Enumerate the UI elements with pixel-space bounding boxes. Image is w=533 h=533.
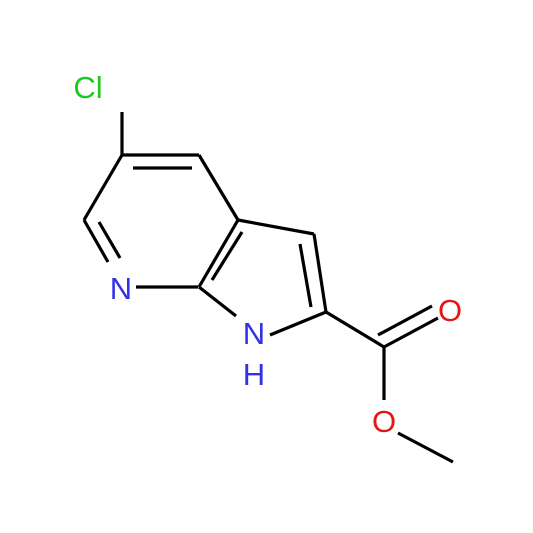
bond-c3-c2 — [312, 233, 328, 313]
bond-c3-c2-double — [298, 243, 313, 308]
bond-cc-o-carbonyl — [383, 316, 439, 349]
atom-label-chlorine: Cl — [73, 70, 102, 105]
bond-c2-n1 — [269, 310, 327, 337]
bonds — [82, 112, 454, 464]
atom-label-pyrrole-hydrogen: H — [243, 357, 265, 392]
atom-labels: Cl N N H O O — [73, 70, 462, 439]
bond-c6-n7-double — [97, 221, 122, 259]
bond-c3a-c3 — [237, 218, 315, 236]
bond-c7a-c3a — [197, 219, 240, 288]
bond-c7a-n1 — [198, 285, 237, 318]
bond-c6-n7 — [82, 219, 110, 263]
atom-label-pyrrole-nitrogen: N — [243, 316, 265, 351]
bond-c7a-c3a-double — [210, 231, 244, 281]
atom-label-carbonyl-oxygen: O — [438, 293, 462, 328]
atom-label-ester-oxygen: O — [372, 404, 396, 439]
bond-cc-o-carbonyl-double — [377, 304, 433, 337]
atom-label-pyridine-nitrogen: N — [110, 271, 132, 306]
bond-c4-c3a — [197, 154, 240, 221]
bond-o-methyl — [397, 431, 454, 464]
bond-c5-c6 — [82, 154, 124, 221]
bond-c2-cc — [325, 310, 385, 349]
